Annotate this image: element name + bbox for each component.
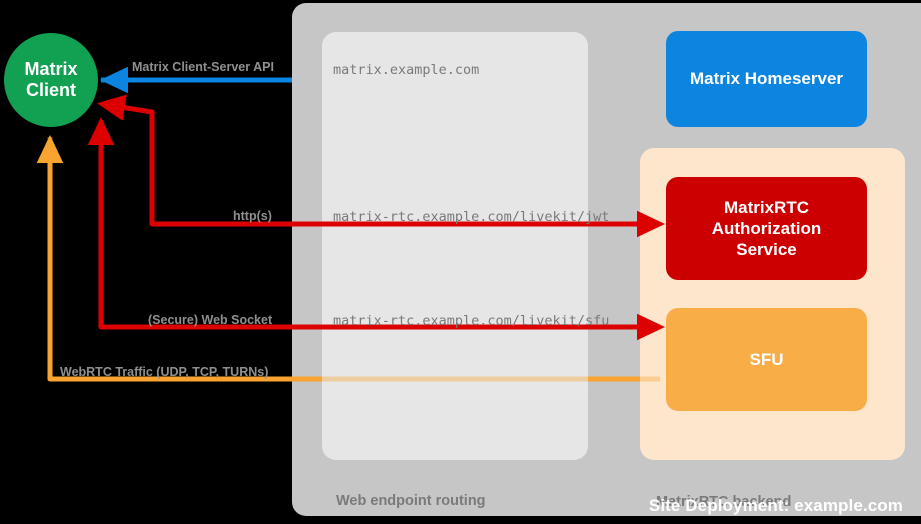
flow-label-webrtc-traffic: WebRTC Traffic (UDP, TCP, TURNs) (60, 365, 269, 379)
matrixrtc-backend-label: MatrixRTC backend (656, 494, 792, 510)
routing-panel-overlay (322, 360, 588, 398)
node-matrix-client[interactable]: Matrix Client (4, 33, 98, 127)
node-auth-label-line1: MatrixRTC (723, 197, 809, 217)
endpoint-sfu: matrix-rtc.example.com/livekit/sfu (333, 313, 610, 329)
backend-panel-overlay (640, 360, 664, 398)
web-endpoint-routing-label: Web endpoint routing (336, 493, 486, 509)
matrix-client-label-line1: Matrix (24, 58, 78, 79)
node-matrixrtc-authorization-service[interactable]: MatrixRTC Authorization Service (666, 177, 867, 280)
matrix-client-label-line2: Client (25, 80, 76, 100)
node-sfu-label: SFU (749, 349, 784, 369)
node-auth-label-line2: Authorization (711, 218, 822, 238)
node-matrix-homeserver-label: Matrix Homeserver (689, 69, 844, 89)
wire-https (97, 94, 660, 227)
matrix-client-label-stack: Matrix Client (24, 59, 77, 101)
site-deployment-title: Site Deployment: example.com (648, 496, 903, 515)
flow-label-https: http(s) (233, 209, 272, 223)
node-auth-label-line3: Service (736, 240, 797, 260)
flow-label-matrix-client-server-api: Matrix Client-Server API (132, 60, 274, 74)
node-matrix-homeserver[interactable]: Matrix Homeserver (666, 31, 867, 127)
flow-label-secure-web-socket: (Secure) Web Socket (148, 313, 273, 327)
node-sfu[interactable]: SFU (666, 308, 867, 411)
endpoint-jwt: matrix-rtc.example.com/livekit/jwt (333, 209, 610, 225)
node-auth-label-stack: MatrixRTC Authorization Service (712, 197, 822, 261)
endpoint-homeserver: matrix.example.com (333, 62, 480, 78)
